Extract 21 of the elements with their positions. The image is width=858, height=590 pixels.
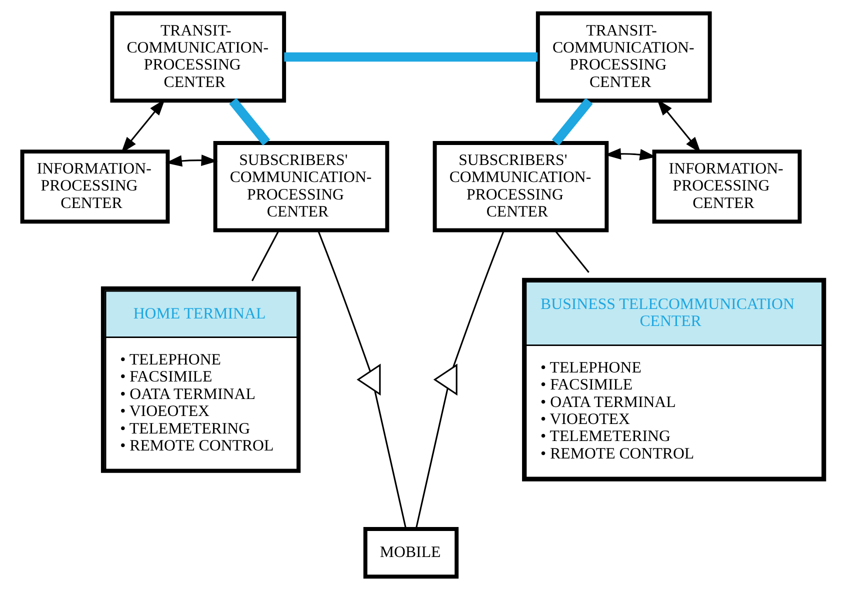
connector: [554, 230, 589, 273]
node-triangle: [432, 364, 457, 396]
node-box: TRANSIT-COMMUNICATION-PROCESSING CENTER: [110, 11, 286, 103]
node-box: SUBSCRIBERS' COMMUNICATION-PROCESSING CENTER: [212, 140, 389, 232]
node-box: SUBSCRIBERS' COMMUNICATION-PROCESSING CENTER: [432, 140, 608, 232]
connector: [551, 98, 592, 146]
node-box: INFORMATION-PROCESSING CENTER: [20, 150, 170, 224]
node-box: TRANSIT-COMMUNICATION-PROCESSING CENTER: [535, 11, 712, 103]
connector: [374, 390, 406, 529]
node-box: INFORMATION-PROCESSING CENTER: [652, 150, 802, 224]
connector: [316, 230, 370, 372]
connector: [250, 230, 279, 282]
node-box: MOBILE: [362, 527, 458, 579]
node-box: BUSINESS TELECOMMUNICATION CENTER • TELEPHONE • FACSIMILE • OATA TERMINAL • VIOEOTEX • TELEMETERING • REMOTE CONTROL: [522, 278, 826, 482]
node-triangle: [356, 364, 380, 396]
node-box: HOME TERMINAL • TELEPHONE • FACSIMILE • OATA TERMINAL • VIOEOTEX • TELEMETERING • REMOTE CONTROL: [100, 286, 300, 473]
arrow: [165, 154, 218, 167]
connector: [284, 52, 538, 62]
connector: [452, 230, 504, 368]
connector: [228, 98, 270, 146]
connector: [414, 388, 448, 529]
